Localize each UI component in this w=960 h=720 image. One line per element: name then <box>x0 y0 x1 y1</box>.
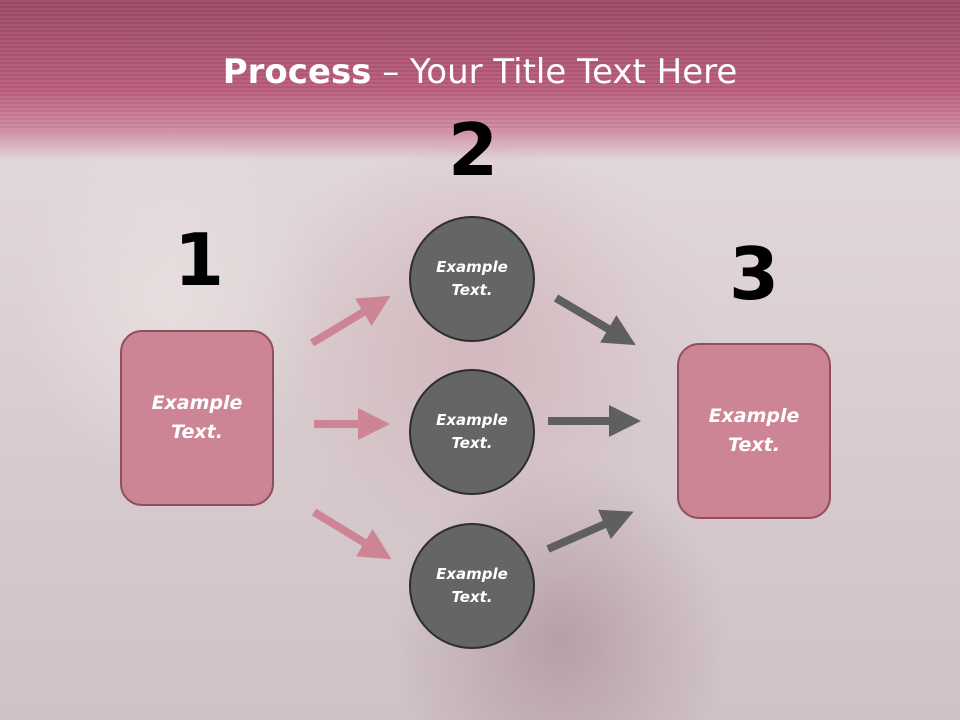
slide-title: Process – Your Title Text Here <box>0 52 960 92</box>
left-step-text: Example Text. <box>151 392 243 443</box>
circle-middle-text: Example Text. <box>436 411 508 452</box>
pink-arrow-up <box>309 295 391 347</box>
circle-middle[interactable]: Example Text. <box>409 369 535 495</box>
step-number-2: 2 <box>447 108 499 192</box>
gray-arrow-down <box>553 294 636 346</box>
title-rest: – Your Title Text Here <box>371 52 738 92</box>
circle-bottom-text: Example Text. <box>436 565 508 606</box>
gray-arrow-up <box>546 509 634 553</box>
circle-bottom[interactable]: Example Text. <box>409 523 535 649</box>
right-step-text: Example Text. <box>708 405 800 456</box>
title-band <box>0 0 960 160</box>
right-step-box[interactable]: Example Text. <box>677 343 831 519</box>
left-step-box[interactable]: Example Text. <box>120 330 274 506</box>
pink-arrow-down <box>311 508 392 560</box>
title-bold: Process <box>222 52 372 92</box>
step-number-1: 1 <box>173 218 225 302</box>
step-number-3: 3 <box>728 232 780 316</box>
circle-top-text: Example Text. <box>436 258 508 299</box>
circle-top[interactable]: Example Text. <box>409 216 535 342</box>
